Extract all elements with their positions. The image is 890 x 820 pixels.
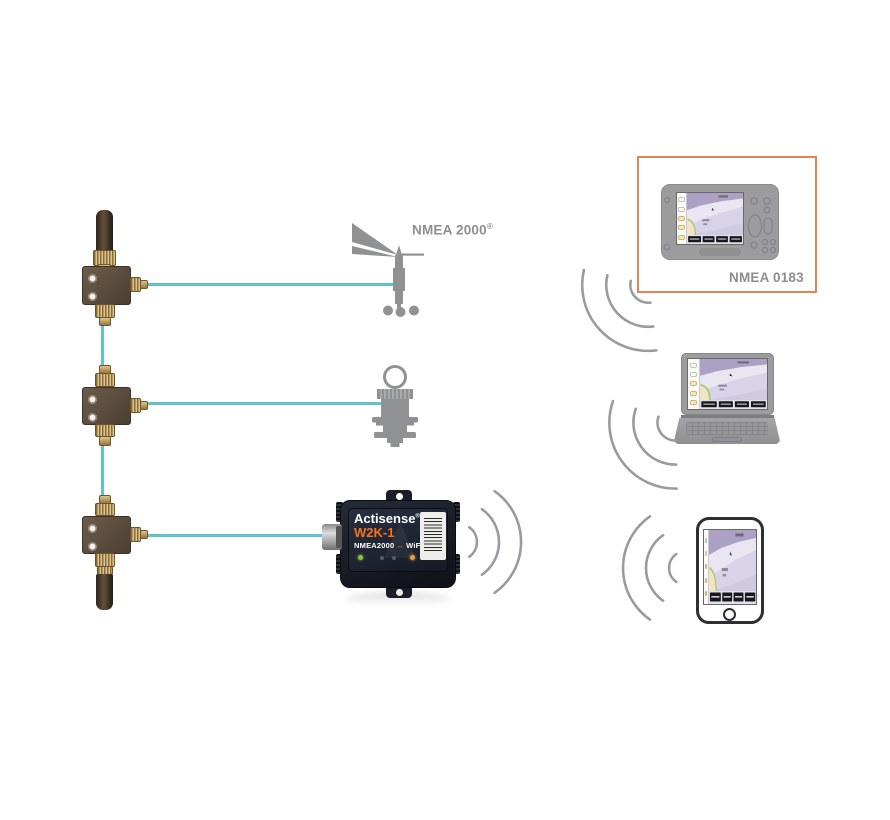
softkey-button: [704, 551, 708, 557]
gateway-brand: Actisense®: [354, 511, 420, 526]
softkey-button: [689, 399, 698, 405]
gateway-device: Actisense® W2K-1 NMEA2000 ↔ WiFi: [322, 488, 472, 612]
logo-watermark: [384, 522, 416, 558]
softkey-button: [689, 363, 698, 369]
gateway-protocols: NMEA2000 ↔ WiFi: [354, 541, 423, 550]
side-rib: [453, 502, 460, 522]
backbone-port: [95, 304, 115, 318]
side-rib: [453, 554, 460, 574]
softkey-button: [678, 225, 685, 231]
terminator-icon: [96, 574, 113, 610]
laptop-trackpad: [712, 437, 742, 442]
side-rib: [336, 502, 343, 522]
output-label: NMEA 0183: [729, 270, 804, 285]
softkey-strip: [677, 193, 687, 244]
side-rib: [336, 554, 343, 574]
mounting-hole: [88, 274, 97, 283]
chart-map: [709, 530, 756, 604]
mounting-hole: [88, 542, 97, 551]
softkey-button: [678, 234, 685, 240]
laptop-keyboard: [686, 422, 768, 435]
wifi-signal-icon: [608, 399, 678, 490]
softkey-button: [704, 564, 708, 570]
softkey-button: [678, 206, 685, 212]
laptop-screen: [687, 358, 768, 410]
output-label-text: NMEA 0183: [729, 270, 804, 285]
registered-mark: ®: [486, 222, 493, 231]
led-amber: [410, 555, 415, 560]
backbone-label: NMEA 2000®: [412, 222, 493, 238]
drop-cable-wind-sensor: [140, 283, 400, 286]
smartphone: [696, 517, 764, 624]
led-green: [358, 555, 363, 560]
chartplotter-side-buttons: [663, 196, 671, 251]
softkey-strip: [688, 359, 700, 409]
chart-map: [687, 193, 743, 244]
mounting-hole: [88, 292, 97, 301]
highlight-border: [637, 156, 817, 293]
protocol-arrows-icon: ↔: [396, 543, 404, 550]
mounting-tab-hole: [396, 493, 403, 500]
backbone-port-tip: [99, 317, 111, 326]
gateway-brand-reg: ®: [415, 513, 420, 520]
backbone-label-text: NMEA 2000: [412, 222, 487, 238]
backbone-port-tip: [99, 436, 111, 446]
softkey-button: [689, 390, 698, 396]
laptop-hinge: [681, 415, 774, 418]
home-button: [723, 608, 736, 621]
protocol-nmea2000: NMEA2000: [354, 541, 395, 550]
backbone-port: [95, 373, 115, 387]
barcode-icon: [424, 518, 442, 552]
connector-ring: [336, 526, 342, 548]
softkey-button: [689, 372, 698, 378]
t-connector-1: [80, 210, 150, 332]
mounting-hole: [88, 395, 97, 404]
t-connector-2: [80, 365, 150, 449]
backbone-cable-vertical-1: [101, 324, 104, 370]
softkey-button: [689, 381, 698, 387]
backbone-cable-vertical-2: [101, 444, 104, 500]
chartplotter-notch: [699, 248, 741, 256]
wifi-signal-icon: [580, 268, 658, 353]
softkey-strip: [704, 530, 709, 604]
chartplotter: [661, 184, 779, 260]
softkey-button: [704, 590, 708, 596]
softkey-button: [678, 215, 685, 221]
wifi-signal-icon: [621, 515, 678, 621]
backbone-port: [95, 503, 115, 516]
chartplotter-screen: [676, 192, 744, 245]
gateway-brand-text: Actisense: [354, 511, 416, 526]
chartplotter-controls: [747, 197, 777, 254]
drop-port-tip: [140, 280, 148, 289]
wifi-signal-icon: [468, 489, 523, 595]
connector-nut: [95, 553, 115, 567]
phone-screen: [703, 529, 757, 605]
mounting-hole: [88, 413, 97, 422]
drop-cable-transducer: [140, 402, 382, 405]
t-connector-3: [80, 495, 150, 620]
transducer-icon: [372, 365, 418, 447]
led-dim: [380, 556, 384, 560]
drop-port-tip: [140, 530, 148, 539]
wind-sensor-icon: [352, 223, 424, 317]
drop-port-tip: [140, 401, 148, 410]
gateway-model: W2K-1: [354, 525, 395, 540]
reflection: [346, 592, 450, 606]
laptop: [674, 350, 780, 446]
mounting-hole: [88, 524, 97, 533]
chart-map: [700, 359, 767, 409]
softkey-button: [704, 577, 708, 583]
drop-cable-gateway: [140, 534, 330, 537]
mounting-tab-hole: [396, 589, 403, 596]
protocol-wifi: WiFi: [406, 541, 423, 550]
softkey-button: [704, 538, 708, 544]
led-dim: [392, 556, 396, 560]
softkey-button: [678, 197, 685, 203]
terminator-icon: [96, 210, 113, 252]
